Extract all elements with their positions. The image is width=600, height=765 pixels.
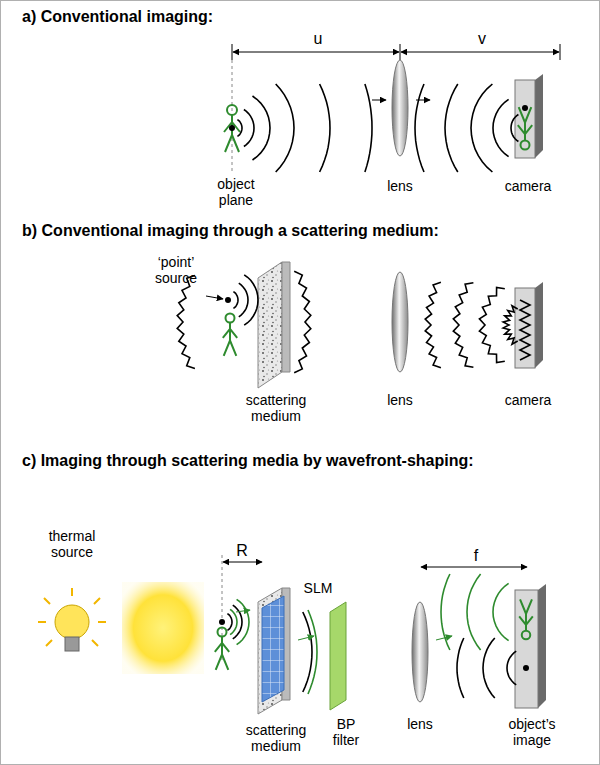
- part-label: camera: [505, 392, 552, 408]
- wavefront: [483, 638, 495, 698]
- wavefront: [425, 282, 441, 367]
- camera-body: [515, 288, 535, 368]
- part-label: f: [474, 547, 478, 565]
- dimension-u: [233, 52, 399, 53]
- wavefront: [230, 609, 237, 634]
- wavefront: [467, 574, 481, 650]
- camera-side: [535, 74, 543, 158]
- wavefront: [239, 283, 248, 317]
- wavefront: [511, 115, 518, 142]
- leader-line: [206, 296, 223, 299]
- part-label: lens: [407, 716, 433, 732]
- wavefront: [244, 275, 258, 325]
- thermal-light: [122, 582, 204, 674]
- wavefront: [177, 275, 195, 368]
- part-label: u: [314, 30, 323, 48]
- wavefront: [503, 306, 518, 344]
- wavefront: [453, 283, 473, 367]
- propagation-arrow: [236, 610, 250, 612]
- dimension-tick: [560, 44, 561, 60]
- part-label: lens: [387, 392, 413, 408]
- camera-side: [535, 282, 543, 368]
- part-label: object plane: [203, 176, 269, 208]
- image-point: [523, 665, 529, 671]
- camera-side: [538, 584, 546, 708]
- stick-figure-head: [521, 141, 530, 150]
- stick-figure: [223, 323, 237, 356]
- part-label: camera: [505, 178, 552, 194]
- lens: [412, 602, 428, 702]
- wavefront: [415, 84, 424, 172]
- wavefront: [233, 292, 238, 309]
- stick-figure-head: [218, 628, 227, 637]
- part-label: BP filter: [323, 716, 369, 748]
- dimension-tick: [400, 44, 401, 60]
- propagation-arrow: [372, 100, 386, 101]
- object-point: [229, 125, 235, 131]
- camera-body: [515, 80, 535, 158]
- stick-figure-head: [522, 631, 531, 640]
- stick-figure: [215, 637, 229, 670]
- propagation-arrow: [298, 636, 314, 640]
- propagation-arrow: [416, 100, 430, 101]
- lens: [392, 60, 408, 156]
- wavefront: [457, 638, 464, 698]
- wavefront: [493, 583, 509, 640]
- wavefront: [308, 610, 317, 694]
- wavefront: [507, 651, 516, 685]
- dimension-f: [421, 567, 527, 568]
- wavefront: [479, 287, 504, 362]
- wavefront: [227, 614, 232, 631]
- dimension-r: [223, 562, 262, 563]
- part-label: R: [236, 542, 248, 560]
- part-label: thermal source: [41, 528, 103, 560]
- bp-filter: [330, 602, 346, 710]
- point-source: [225, 297, 231, 303]
- wavefront: [493, 99, 509, 156]
- wavefront: [320, 84, 330, 172]
- scattering-medium-side: [282, 262, 290, 372]
- object-point: [219, 619, 225, 625]
- blurred-image: [520, 300, 530, 360]
- wavefront: [253, 96, 271, 160]
- wavefront: [237, 599, 249, 644]
- part-label: ‘point’ source: [145, 254, 207, 286]
- wavefront: [445, 84, 458, 172]
- stick-figure-head: [226, 314, 235, 323]
- wavefront: [365, 84, 372, 172]
- panel-heading: a) Conventional imaging:: [22, 8, 213, 26]
- scattering-medium: [258, 262, 282, 388]
- part-label: v: [478, 30, 486, 48]
- dimension-tick: [232, 44, 233, 60]
- panel-heading: b) Conventional imaging through a scatte…: [22, 222, 439, 240]
- camera-body: [515, 590, 538, 708]
- part-label: object’s image: [499, 716, 565, 748]
- image-point: [522, 105, 528, 111]
- lens: [392, 272, 408, 372]
- stick-figure-head: [227, 105, 237, 115]
- dimension-v: [401, 52, 559, 53]
- wavefront: [294, 271, 311, 373]
- panel-heading: c) Imaging through scattering media by w…: [22, 452, 474, 470]
- stick-figure: [519, 599, 533, 630]
- part-label: scattering medium: [238, 722, 314, 754]
- propagation-arrow: [436, 636, 452, 640]
- wavefront: [237, 120, 242, 137]
- slm: [262, 596, 284, 702]
- wavefront: [276, 84, 294, 172]
- wavefront: [244, 110, 254, 147]
- wavefront: [303, 612, 312, 692]
- part-label: scattering medium: [238, 392, 314, 424]
- stick-figure: [518, 107, 532, 140]
- part-label: SLM: [304, 580, 333, 596]
- light-bulb: [38, 588, 106, 651]
- wavefront: [471, 84, 492, 172]
- part-label: lens: [387, 178, 413, 194]
